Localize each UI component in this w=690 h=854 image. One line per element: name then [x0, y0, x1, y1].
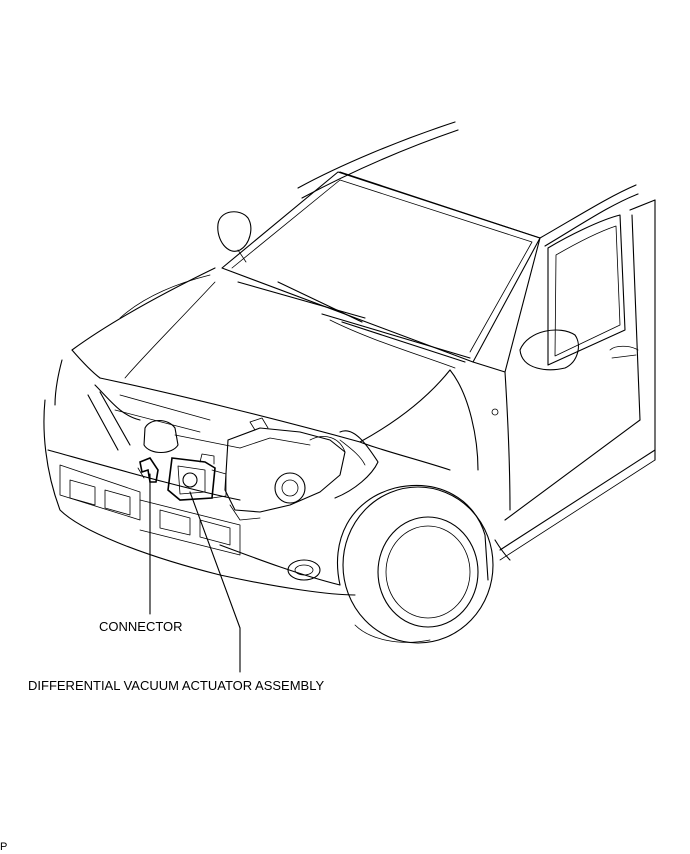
front-bumper	[43, 399, 356, 596]
side-body	[472, 199, 656, 561]
differential-assembly	[224, 417, 346, 521]
connector-label: CONNECTOR	[99, 619, 183, 634]
vacuum-actuator	[167, 453, 227, 501]
corner-mark: P	[0, 841, 8, 853]
actuator-label: DIFFERENTIAL VACUUM ACTUATOR ASSEMBLY	[28, 678, 325, 693]
hood	[71, 267, 456, 443]
windshield	[221, 171, 541, 363]
actuator-leader	[189, 491, 241, 673]
leader-lines	[149, 473, 241, 673]
left-mirror	[217, 211, 252, 263]
front-fender	[336, 369, 489, 586]
wipers	[237, 281, 471, 363]
front-wheel	[342, 486, 494, 644]
connector-part	[137, 457, 159, 483]
front-grille	[54, 359, 241, 454]
right-mirror	[519, 329, 579, 371]
headlight	[334, 430, 379, 499]
